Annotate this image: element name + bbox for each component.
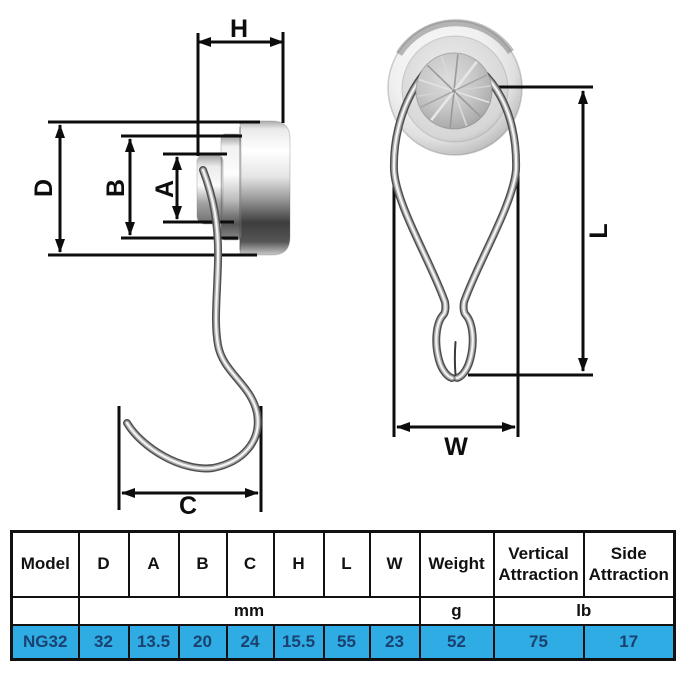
header-b: B bbox=[177, 530, 228, 598]
hook-wire-side bbox=[123, 166, 262, 473]
cell-b: 20 bbox=[177, 624, 228, 661]
header-h: H bbox=[272, 530, 325, 598]
disc-center-point bbox=[452, 89, 456, 93]
magnet-ring-side bbox=[220, 133, 242, 241]
dim-label-h: H bbox=[230, 15, 248, 43]
cell-model: NG32 bbox=[10, 624, 80, 661]
side-view: H D B A bbox=[30, 15, 291, 520]
dim-label-l: L bbox=[585, 223, 613, 238]
cell-vertical-attraction: 75 bbox=[492, 624, 585, 661]
cell-side-attraction: 17 bbox=[582, 624, 676, 661]
magnet-cup-side bbox=[239, 120, 291, 256]
dim-d bbox=[48, 120, 260, 257]
dim-label-c: C bbox=[179, 492, 197, 520]
dim-label-w: W bbox=[444, 433, 468, 461]
cell-w: 23 bbox=[368, 624, 421, 661]
header-d: D bbox=[77, 530, 130, 598]
header-a: A bbox=[127, 530, 180, 598]
header-side-attraction: Side Attraction bbox=[582, 530, 676, 598]
cell-l: 55 bbox=[322, 624, 371, 661]
header-c: C bbox=[225, 530, 275, 598]
dim-label-d: D bbox=[30, 179, 58, 197]
hook-wire-front bbox=[389, 70, 521, 382]
header-weight: Weight bbox=[418, 530, 495, 598]
hook-tip-split bbox=[453, 341, 457, 376]
cell-a: 13.5 bbox=[127, 624, 180, 661]
dim-a bbox=[163, 152, 234, 224]
dim-l bbox=[468, 90, 593, 377]
table-data-row: NG32 32 13.5 20 24 15.5 55 23 52 75 17 bbox=[10, 624, 676, 661]
table-header-row: Model D A B C H L W Weight Vertical Attr… bbox=[10, 530, 676, 598]
header-l: L bbox=[322, 530, 371, 598]
header-model: Model bbox=[10, 530, 80, 598]
units-mm: mm bbox=[77, 596, 421, 626]
units-model-blank bbox=[10, 596, 80, 626]
dim-label-a: A bbox=[151, 180, 179, 198]
cell-h: 15.5 bbox=[272, 624, 325, 661]
cell-c: 24 bbox=[225, 624, 275, 661]
header-vertical-attraction: Vertical Attraction bbox=[492, 530, 585, 598]
table-units-row: mm g lb bbox=[10, 596, 676, 626]
spec-table: Model D A B C H L W Weight Vertical Attr… bbox=[10, 530, 676, 661]
dimension-diagram: H D B A bbox=[30, 15, 613, 520]
dim-label-b: B bbox=[102, 179, 130, 197]
header-w: W bbox=[368, 530, 421, 598]
cell-d: 32 bbox=[77, 624, 130, 661]
magnet-disc-front bbox=[415, 52, 493, 130]
units-lb: lb bbox=[492, 596, 676, 626]
cell-weight: 52 bbox=[418, 624, 495, 661]
front-view: W L bbox=[387, 19, 613, 461]
dim-w bbox=[392, 168, 520, 437]
units-g: g bbox=[418, 596, 495, 626]
rim-shadow-arc bbox=[396, 19, 514, 56]
